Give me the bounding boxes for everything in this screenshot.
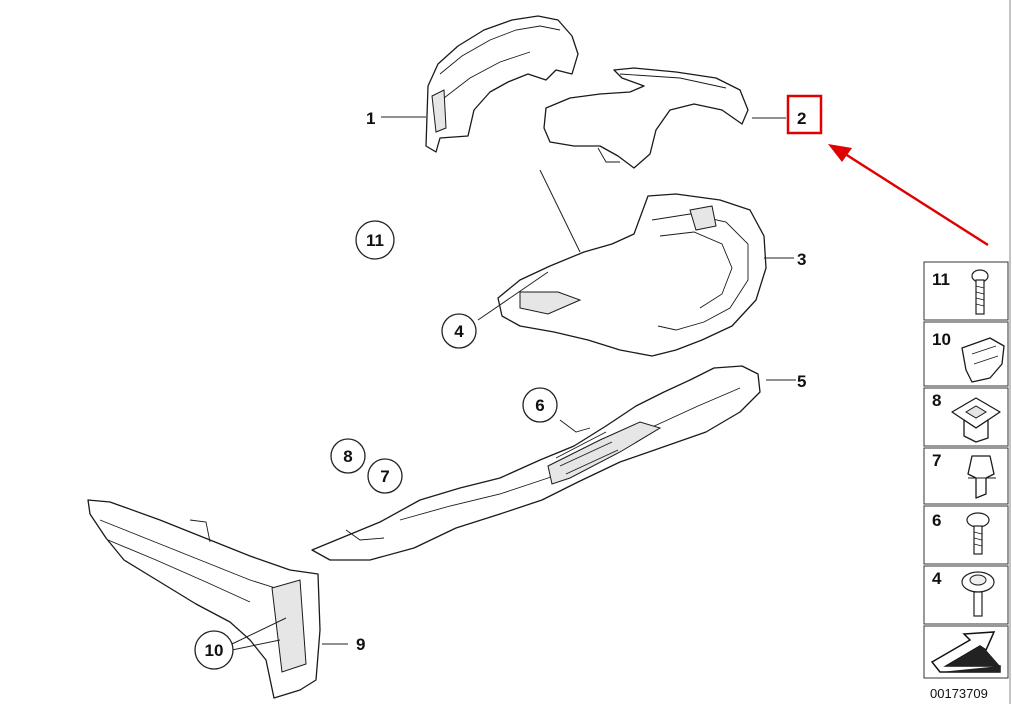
expansion-clip-icon [967,455,996,499]
svg-text:00173709: 00173709 [930,686,988,701]
square-nut-icon [951,397,1001,443]
svg-text:7: 7 [380,467,389,486]
fastener-item-7: 7 [923,447,1009,505]
svg-text:11: 11 [366,231,384,250]
svg-text:8: 8 [343,447,352,466]
callout-10: 10 [194,630,234,670]
bolt-icon [966,512,990,555]
svg-text:6: 6 [932,511,941,530]
svg-text:9: 9 [356,635,365,654]
svg-text:8: 8 [932,391,941,410]
svg-text:11: 11 [932,270,950,289]
part-5-lower-dash-trim [311,365,761,561]
callout-11: 11 [355,220,395,260]
red-arrow-icon [828,144,989,247]
callout-6: 6 [522,387,558,423]
callout-3: 3 [797,250,806,269]
orientation-arrow-icon [923,625,1009,679]
part-2-upper-column-trim [543,67,749,169]
callout-4: 4 [441,313,477,349]
fastener-item-6: 6 [923,505,1009,565]
svg-text:10: 10 [205,641,224,660]
clip-icon [961,337,1005,383]
screw-icon [971,269,989,315]
part-9-side-trim [87,499,321,699]
svg-text:7: 7 [932,451,941,470]
callout-8: 8 [330,438,366,474]
flange-screw-icon [961,571,995,617]
part-3-lower-column-trim [497,193,767,357]
svg-text:2: 2 [797,109,806,128]
svg-text:4: 4 [454,322,464,341]
highlight-box [786,94,823,135]
fastener-item-8: 8 [923,387,1009,447]
svg-text:4: 4 [932,569,942,588]
svg-text:1: 1 [366,109,375,128]
diagram-code: 00173709 [930,686,988,701]
callout-1: 1 [366,109,375,128]
part-1-upper-trim [425,15,579,153]
fastener-item-10: 10 [923,321,1009,387]
svg-text:3: 3 [797,250,806,269]
callout-5: 5 [797,372,806,391]
callout-9: 9 [356,635,365,654]
fastener-panel: 11 10 8 [923,261,1009,679]
svg-text:5: 5 [797,372,806,391]
svg-text:10: 10 [932,330,951,349]
callout-2-highlighted[interactable]: 2 [786,94,823,135]
callout-7: 7 [367,458,403,494]
fastener-item-11: 11 [923,261,1009,321]
fastener-item-4: 4 [923,565,1009,625]
svg-text:6: 6 [535,396,544,415]
